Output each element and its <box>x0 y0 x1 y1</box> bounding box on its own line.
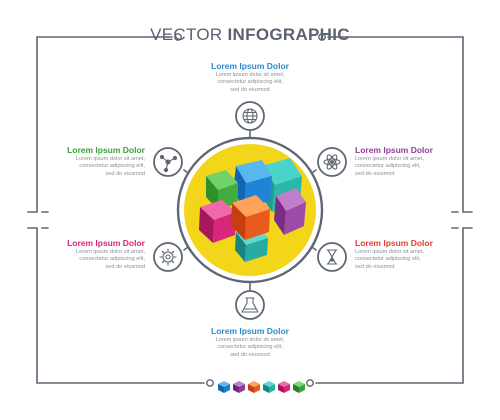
text-block-right-bottom: Lorem Ipsum Dolor Lorem ipsum dolor sit … <box>355 238 448 271</box>
frame-bracket-right-top <box>462 36 473 213</box>
body-line: sed do eiusmod <box>355 170 395 177</box>
heading-left-bottom: Lorem Ipsum Dolor <box>67 238 145 248</box>
body-line: consectetur adipiscing elit, <box>79 256 145 263</box>
heading-right-top: Lorem Ipsum Dolor <box>355 145 433 155</box>
text-block-bottom: Lorem Ipsum Dolor Lorem ipsum dolor sit … <box>190 326 310 359</box>
frame-bracket-left-bottom <box>36 227 205 384</box>
heading-left-top: Lorem Ipsum Dolor <box>67 145 145 155</box>
body-line: sed do eiusmod <box>105 263 146 270</box>
heading-top: Lorem Ipsum Dolor <box>211 61 289 71</box>
footer-dot-left <box>206 379 214 387</box>
title-light-word: VECTOR <box>150 25 223 44</box>
hourglass-icon <box>326 249 338 265</box>
body-line: Lorem ipsum dolor sit amet, <box>215 72 285 78</box>
body-line: sed do eiusmod <box>105 170 146 177</box>
text-block-top: Lorem Ipsum Dolor Lorem ipsum dolor sit … <box>190 61 310 94</box>
body-line: Lorem ipsum dolor sit amet, <box>75 156 145 162</box>
node-circle-bottom <box>235 290 265 320</box>
node-circle-left-bottom <box>153 242 183 272</box>
globe-icon <box>242 108 258 124</box>
title-dot-left <box>174 33 182 41</box>
cube-orange <box>231 195 270 240</box>
body-line: consectetur adipiscing elit, <box>355 256 421 263</box>
heading-bottom: Lorem Ipsum Dolor <box>211 326 289 336</box>
text-block-left-top: Lorem Ipsum Dolor Lorem ipsum dolor sit … <box>52 145 145 178</box>
text-block-right-top: Lorem Ipsum Dolor Lorem ipsum dolor sit … <box>355 145 448 178</box>
body-line: sed do eiusmod <box>355 263 395 270</box>
frame-bracket-left-top <box>27 36 38 213</box>
body-line: Lorem ipsum dolor sit amet, <box>355 156 425 162</box>
cube-cluster <box>199 158 306 262</box>
title-dot-right <box>318 33 326 41</box>
cube-purple <box>274 188 306 235</box>
title-bold-word: INFOGRAPHIC <box>227 25 350 44</box>
body-line: consectetur adipiscing elit, <box>217 344 283 351</box>
heading-right-bottom: Lorem Ipsum Dolor <box>355 238 433 248</box>
body-line: consectetur adipiscing elit, <box>217 79 283 86</box>
cube-swatch-teal <box>263 381 275 393</box>
body-line: consectetur adipiscing elit, <box>355 163 421 170</box>
molecule-icon <box>159 154 178 173</box>
gear-icon <box>159 248 177 266</box>
page-title: VECTOR INFOGRAPHIC <box>150 24 350 46</box>
cube-swatch-green <box>293 381 305 393</box>
body-line: consectetur adipiscing elit, <box>79 163 145 170</box>
flask-icon <box>241 297 259 313</box>
cube-swatch-magenta <box>278 381 290 393</box>
body-line: Lorem ipsum dolor sit amet, <box>355 249 425 255</box>
body-line: Lorem ipsum dolor sit amet, <box>215 337 285 343</box>
cube-magenta <box>199 200 236 243</box>
cube-swatch-orange <box>248 381 260 393</box>
text-block-left-bottom: Lorem Ipsum Dolor Lorem ipsum dolor sit … <box>52 238 145 271</box>
cube-swatch-purple <box>233 381 245 393</box>
body-line: sed do eiusmod <box>230 351 270 358</box>
cube-swatch-blue <box>218 381 230 393</box>
footer-dot-right <box>306 379 314 387</box>
body-line: Lorem ipsum dolor sit amet, <box>75 249 145 255</box>
body-line: sed do eiusmod <box>230 86 270 93</box>
atom-icon <box>323 154 341 170</box>
frame-bracket-right-bottom <box>315 227 464 384</box>
